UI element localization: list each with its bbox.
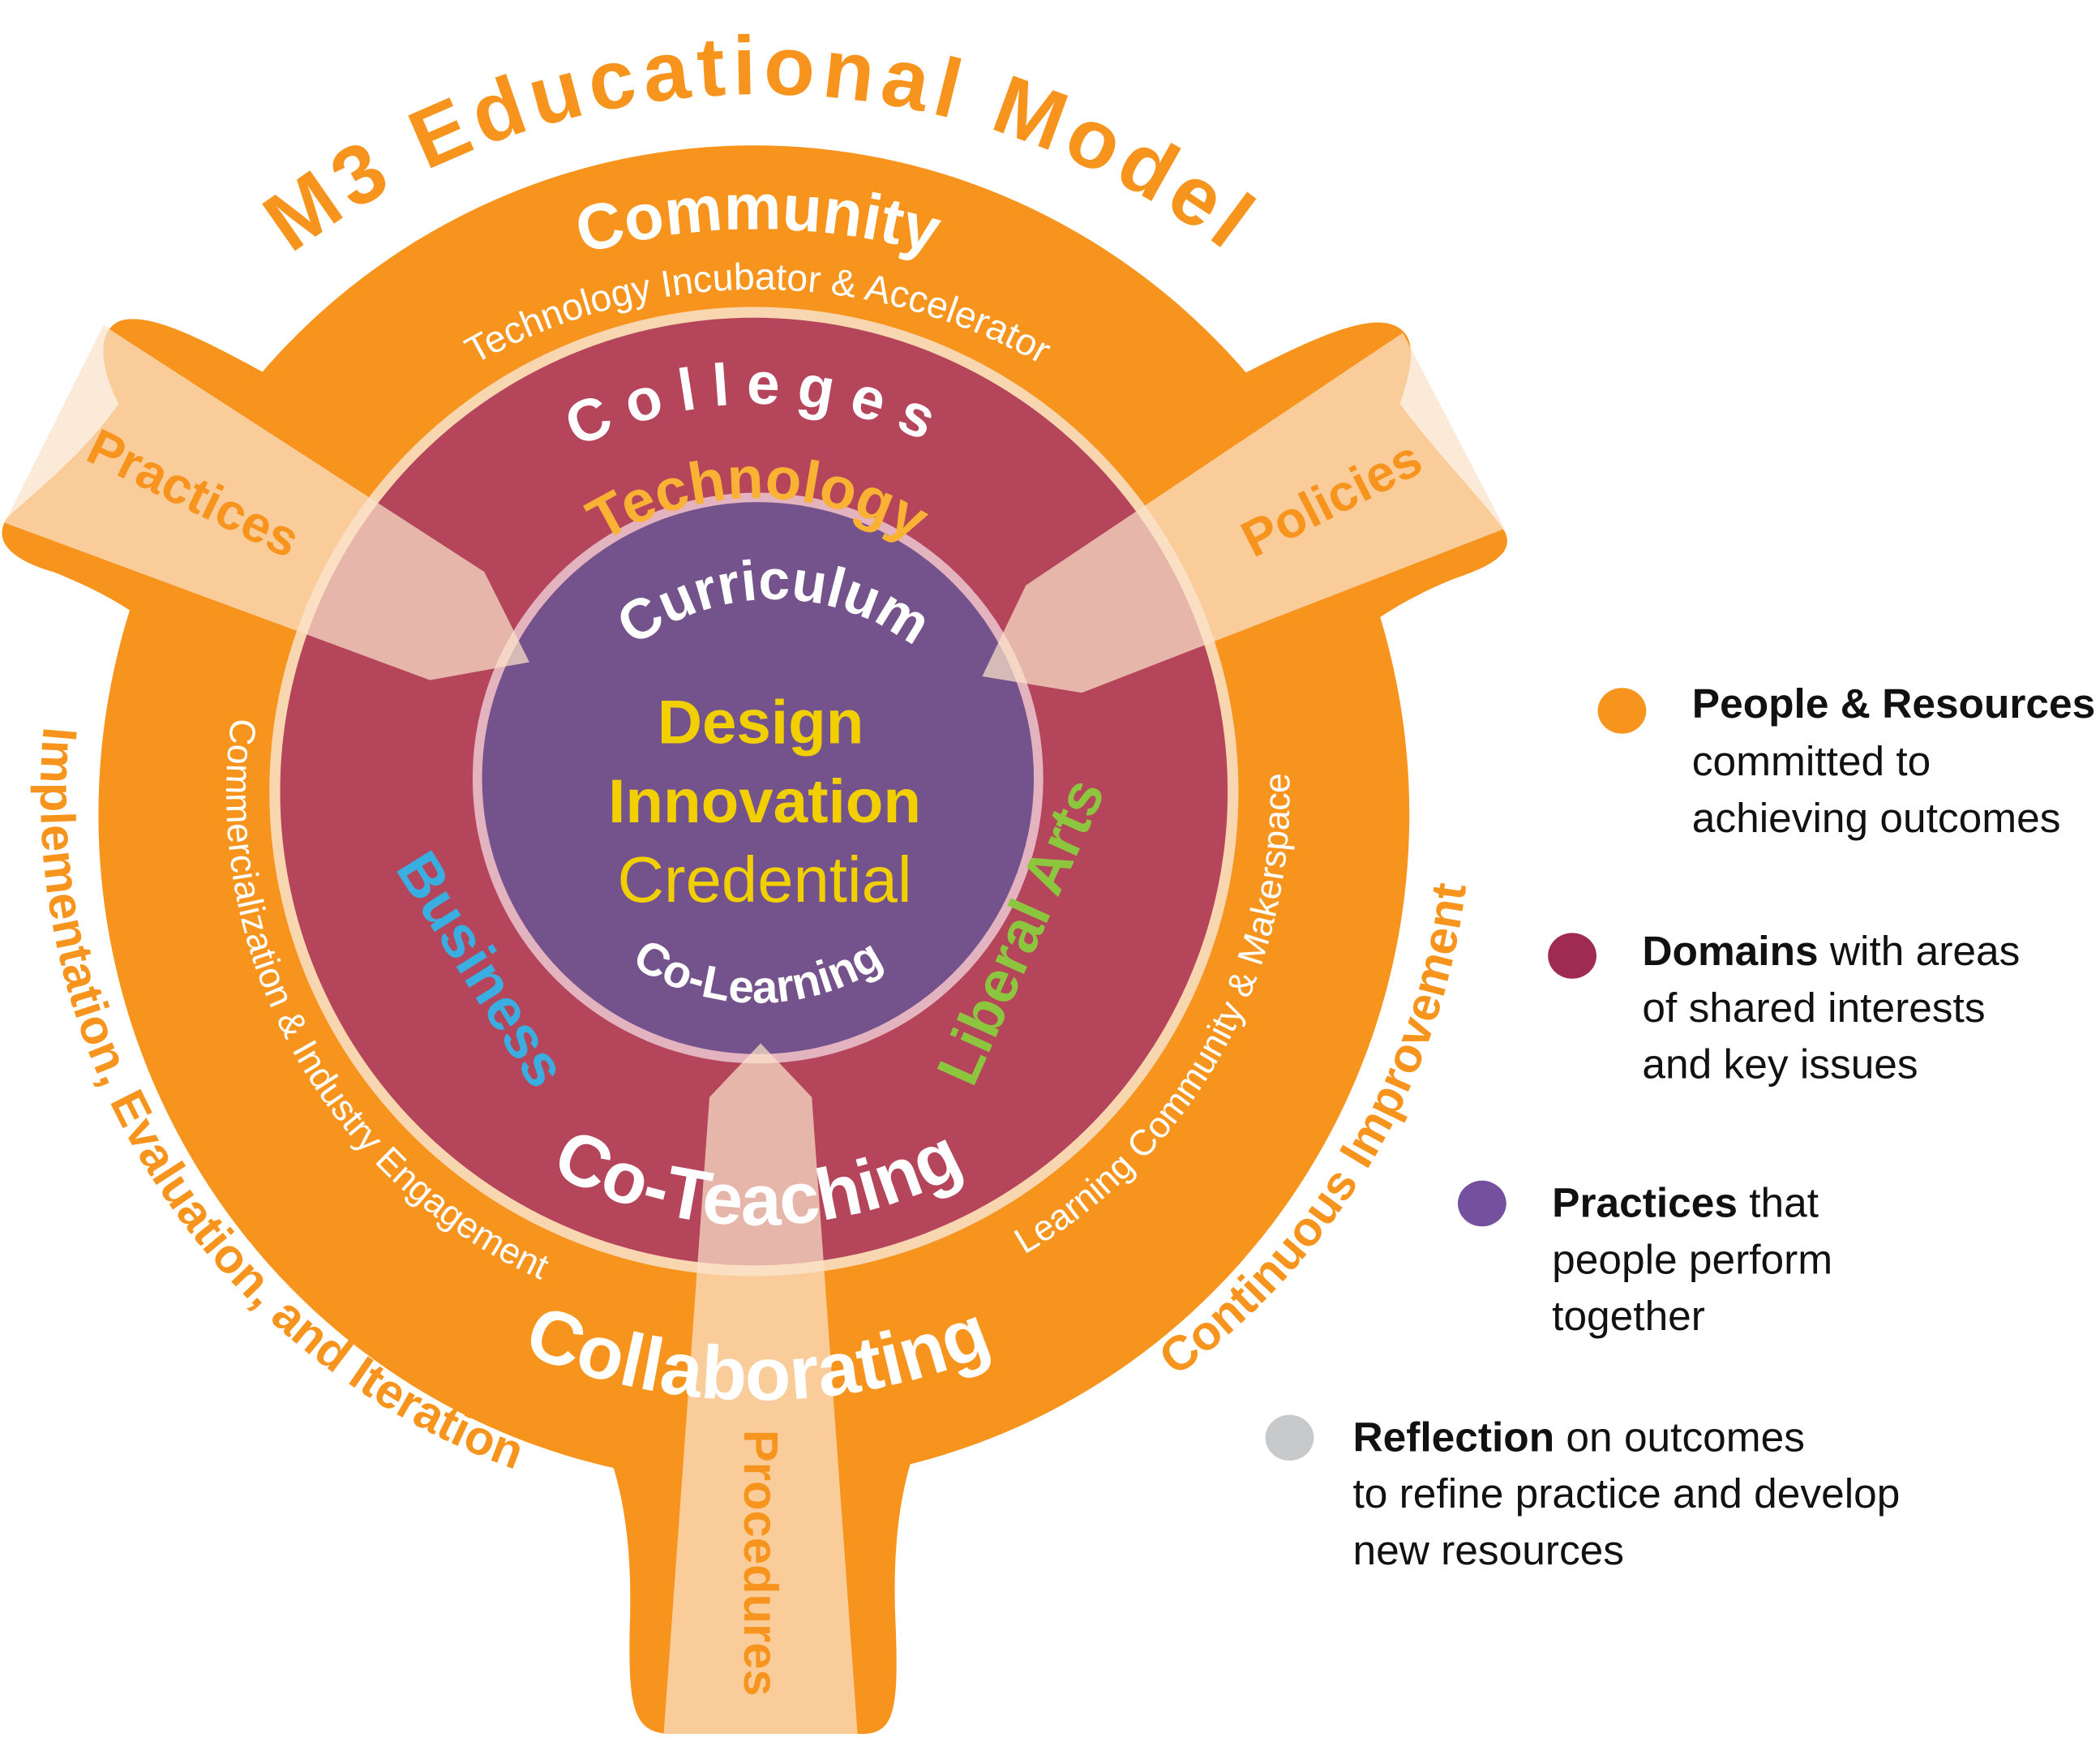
practices-arrow: [4, 325, 529, 680]
legend-item-practices: Practices that people perform together: [1457, 1179, 1832, 1339]
legend-line: achieving outcomes: [1692, 794, 2061, 841]
legend-line: to refine practice and develop: [1352, 1470, 1900, 1517]
legend-bold: People & Resources: [1692, 680, 2095, 727]
gray-dot-icon: [1265, 1414, 1314, 1461]
red-dot-icon: [1548, 933, 1596, 979]
legend-item-people-resources: People & Resources committed to achievin…: [1597, 680, 2095, 841]
core-credential: Credential: [618, 843, 912, 916]
legend-rest: on outcomes: [1554, 1413, 1805, 1460]
legend-line: committed to: [1692, 737, 1931, 784]
legend-line: and key issues: [1642, 1040, 1918, 1088]
procedures-arrow: [663, 1043, 858, 1735]
legend-rest: that: [1738, 1179, 1819, 1226]
legend-heading: Domains with areas: [1642, 927, 2020, 974]
legend-line: new resources: [1352, 1526, 1624, 1573]
legend-line: of shared interests: [1642, 984, 1985, 1031]
legend-heading: People & Resources: [1692, 680, 2095, 727]
purple-dot-icon: [1457, 1180, 1506, 1227]
legend-line: together: [1552, 1292, 1705, 1339]
orange-dot-icon: [1597, 688, 1647, 734]
legend-heading: Reflection on outcomes: [1352, 1413, 1804, 1460]
legend-item-reflection: Reflection on outcomes to refine practic…: [1265, 1413, 1900, 1573]
practices-core: [482, 502, 1035, 1054]
legend-item-domains: Domains with areas of shared interests a…: [1548, 927, 2020, 1088]
procedures-arrow-label: Procedures: [734, 1430, 788, 1697]
policies-arrow: [982, 333, 1505, 693]
legend-bold: Domains: [1642, 927, 1818, 974]
legend-rest: with areas: [1819, 927, 2021, 974]
legend-bold: Reflection: [1352, 1413, 1554, 1460]
core-design: Design: [658, 688, 864, 757]
legend-heading: Practices that: [1552, 1179, 1819, 1226]
legend: People & Resources committed to achievin…: [1265, 680, 2095, 1573]
legend-bold: Practices: [1552, 1179, 1738, 1226]
core-innovation: Innovation: [608, 767, 921, 836]
legend-line: people perform: [1552, 1235, 1832, 1282]
